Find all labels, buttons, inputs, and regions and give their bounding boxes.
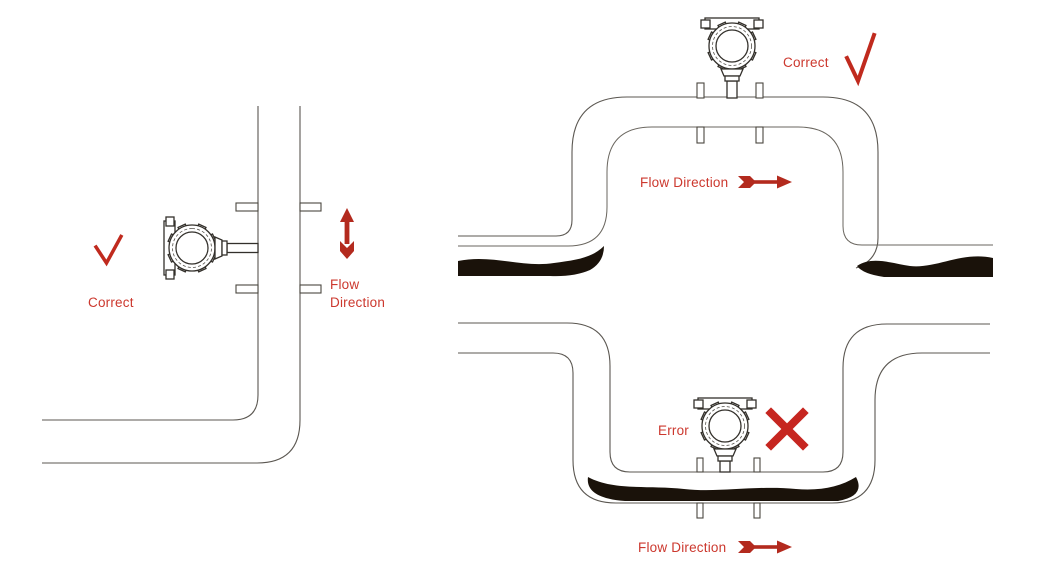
flange-stud [235,284,259,294]
flange-stud [753,502,761,519]
flange-stud [755,82,764,99]
flange-stud [235,202,259,212]
check-icon [844,32,877,87]
pipe-wall-inner [458,126,993,247]
flange-studs [696,82,764,144]
right-arrow-icon [738,175,792,189]
flow-meter [700,17,764,82]
pipe-wall-outer [458,96,879,269]
flow-direction-label: Flow Direction [638,540,726,555]
flow-meter [693,397,757,462]
pipe-wall-outer [42,106,301,464]
flange-studs [235,202,322,294]
sediment-right [857,256,993,277]
flow-meter [163,216,228,280]
flow-direction-label-line2: Direction [330,295,385,310]
sediment-bottom [587,477,859,501]
meter-probe [719,460,731,473]
bottom-right-diagram-pipe-dip-error: Error Flow Direction [458,322,990,555]
result-label: Error [658,423,689,438]
flange-stud [696,126,705,144]
meter-probe [726,80,738,99]
pipe-wall-inner [42,106,259,421]
flange-stud [299,202,322,212]
flange-stud [753,457,761,473]
result-label: Correct [783,55,829,70]
left-diagram-vertical-pipe-correct: Correct Flow Direction [42,106,385,464]
cross-icon [765,407,809,451]
sediment-left [458,246,604,277]
meter-probe [226,242,259,254]
right-arrow-icon [738,540,792,554]
flow-direction-label-line1: Flow [330,277,359,292]
flange-stud [299,284,322,294]
flange-stud [696,457,704,473]
flange-stud [696,82,705,99]
pipe-wall-outer [458,352,990,504]
result-label: Correct [88,295,134,310]
up-arrow-icon [340,208,354,259]
flange-stud [755,126,764,144]
flow-direction-label: Flow Direction [640,175,728,190]
top-right-diagram-pipe-bridge-correct: Correct Flow Direction [458,17,993,277]
flange-studs [696,457,761,519]
check-icon [93,234,124,267]
flange-stud [696,502,704,519]
